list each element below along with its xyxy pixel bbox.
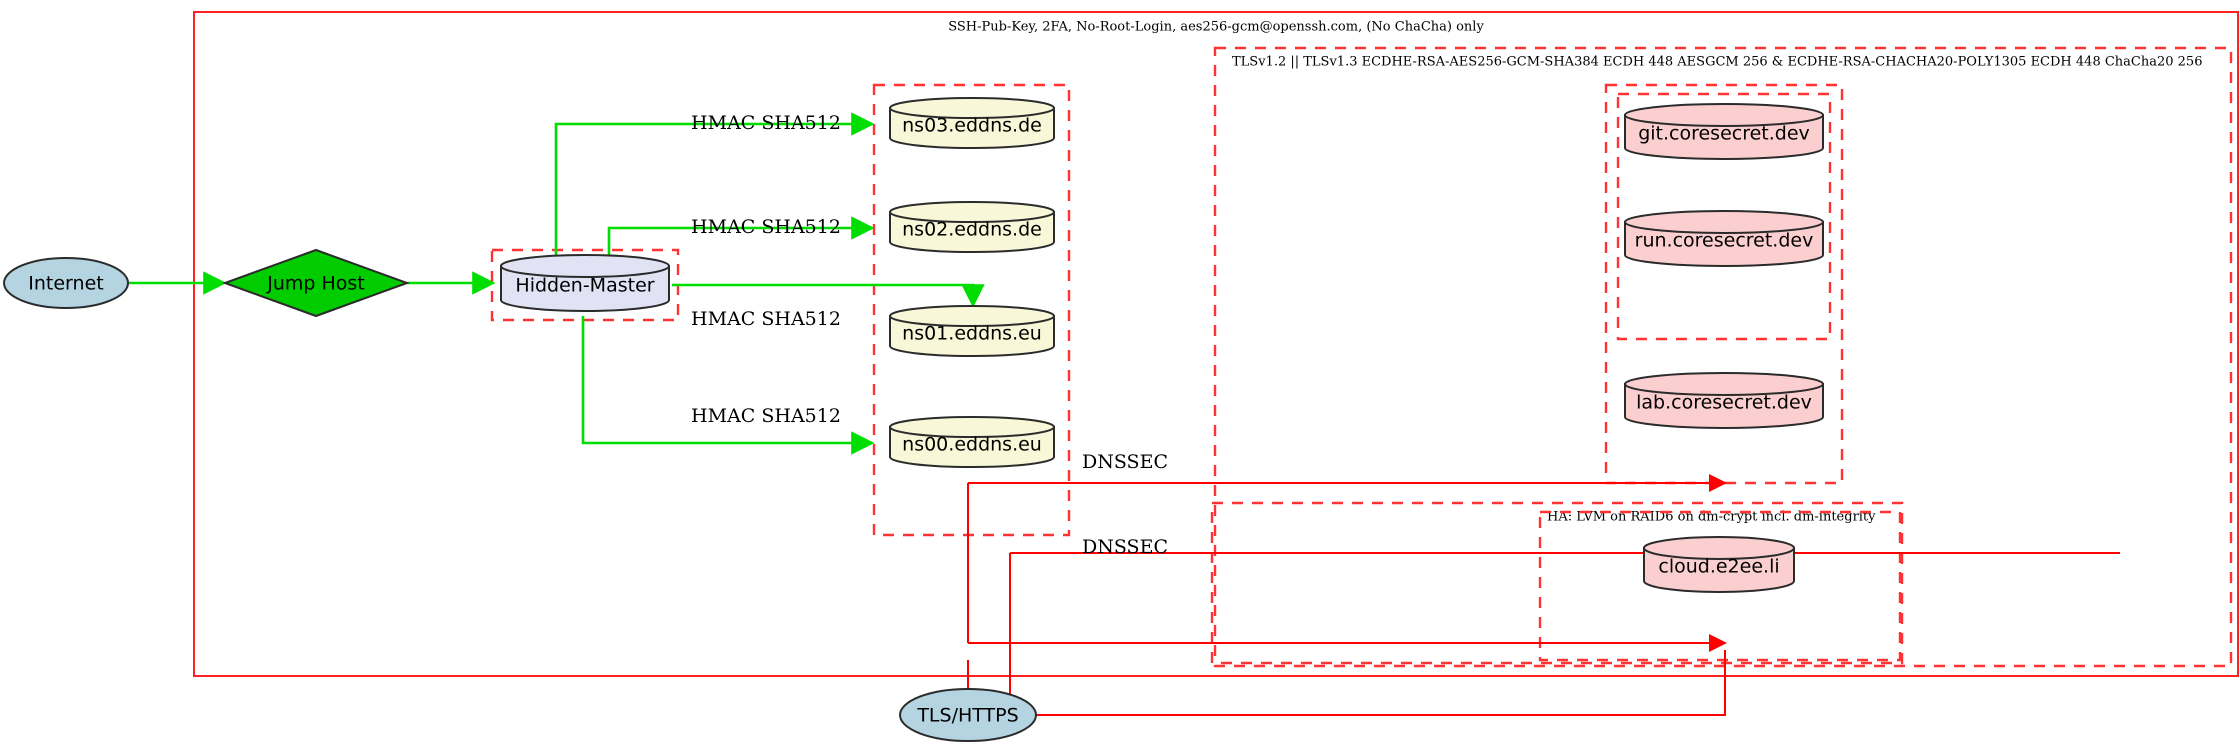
coresecret-inner-box [1616, 92, 1832, 341]
ssh-cluster-label: SSH-Pub-Key, 2FA, No-Root-Login, aes256-… [948, 20, 1484, 35]
ha-cluster-label: HA: LVM on RAID6 on dm-crypt incl. dm-in… [1547, 510, 1876, 525]
tls-cluster-label: TLSv1.2 || TLSv1.3 ECDHE-RSA-AES256-GCM-… [1232, 55, 2202, 70]
node-run-coresecret[interactable]: run.coresecret.dev [1624, 210, 1824, 267]
node-ns01[interactable]: ns01.eddns.eu [889, 305, 1055, 357]
node-tls-https[interactable]: TLS/HTTPS [899, 688, 1037, 742]
node-ns02[interactable]: ns02.eddns.de [889, 201, 1055, 253]
ha-inner-box [1538, 510, 1902, 662]
edge-label-dnssec-lower: DNSSEC [1082, 536, 1168, 558]
edge-label-hmac-ns03: HMAC SHA512 [691, 112, 841, 134]
ha-cluster-box [1210, 501, 1904, 665]
node-ns03[interactable]: ns03.eddns.de [889, 97, 1055, 149]
edge-label-hmac-ns02: HMAC SHA512 [691, 216, 841, 238]
edge-hiddenmaster-to-ns02 [607, 216, 875, 258]
edge-label-hmac-ns01: HMAC SHA512 [691, 308, 841, 330]
node-lab-coresecret-label: lab.coresecret.dev [1636, 392, 1812, 414]
edge-label-hmac-ns00: HMAC SHA512 [691, 405, 841, 427]
coresecret-outer-box [1604, 83, 1844, 485]
node-git-coresecret-label: git.coresecret.dev [1638, 123, 1810, 145]
node-ns02-label: ns02.eddns.de [902, 219, 1042, 241]
node-ns03-label: ns03.eddns.de [902, 115, 1042, 137]
dns-cluster-box [872, 83, 1071, 537]
node-hidden-master[interactable]: Hidden-Master [500, 254, 670, 312]
ssh-cluster-box [193, 11, 2239, 677]
node-jump-host[interactable]: Jump Host [222, 248, 410, 318]
node-jump-host-label: Jump Host [266, 273, 365, 295]
node-ns00-label: ns00.eddns.eu [902, 434, 1042, 456]
node-run-coresecret-label: run.coresecret.dev [1635, 230, 1814, 252]
edge-hiddenmaster-to-ns00 [581, 316, 875, 455]
node-cloud-e2ee[interactable]: cloud.e2ee.li [1643, 536, 1795, 593]
node-ns00[interactable]: ns00.eddns.eu [889, 416, 1055, 468]
node-cloud-e2ee-label: cloud.e2ee.li [1658, 556, 1779, 578]
node-git-coresecret[interactable]: git.coresecret.dev [1624, 103, 1824, 160]
node-ns01-label: ns01.eddns.eu [902, 323, 1042, 345]
edge-hiddenmaster-to-ns03 [554, 112, 875, 258]
node-internet[interactable]: Internet [3, 257, 129, 309]
node-lab-coresecret[interactable]: lab.coresecret.dev [1624, 372, 1824, 429]
edge-hiddenmaster-to-ns01 [672, 283, 985, 308]
edge-tlshttps-right [1036, 650, 1726, 716]
node-tls-https-label: TLS/HTTPS [916, 705, 1018, 727]
tls-cluster-box [1213, 46, 2233, 668]
edge-label-dnssec-upper: DNSSEC [1082, 451, 1168, 473]
node-internet-label: Internet [28, 273, 103, 295]
node-hidden-master-label: Hidden-Master [515, 275, 654, 297]
